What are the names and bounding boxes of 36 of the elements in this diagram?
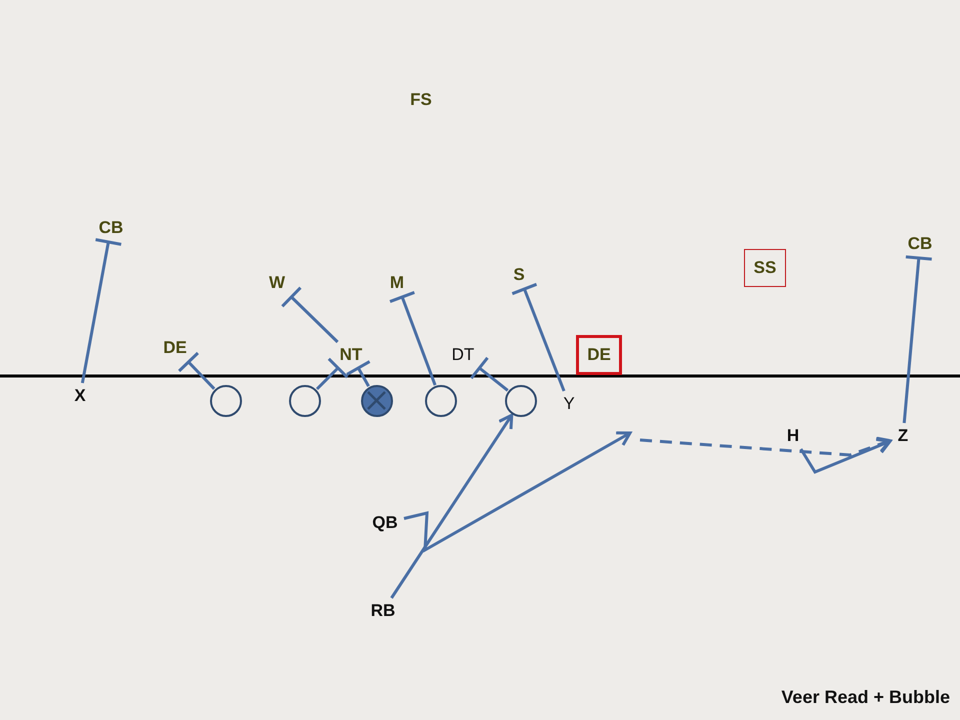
player-label: RB (366, 600, 400, 622)
lineman-circle (289, 385, 321, 417)
player-label: DE (158, 336, 192, 360)
route-arrow (404, 431, 632, 553)
block-line (388, 290, 436, 386)
player-label: CB (903, 232, 937, 256)
player-label: CB (94, 216, 128, 240)
player-label: NT (334, 344, 368, 366)
boxed-player-label: SS (744, 249, 786, 287)
block-line (178, 352, 216, 390)
block-line (80, 238, 123, 384)
pitch-arrow (640, 436, 892, 457)
player-label: DT (447, 344, 479, 366)
center-symbol (361, 385, 393, 417)
route-arrow (800, 438, 892, 474)
play-caption: Veer Read + Bubble (781, 687, 950, 708)
block-line (510, 282, 566, 392)
lineman-circle (210, 385, 242, 417)
player-label: W (263, 271, 291, 295)
player-label: S (508, 263, 530, 287)
player-label: Y (559, 393, 579, 415)
player-label: H (782, 425, 804, 447)
route-arrow (390, 414, 514, 599)
block-line (902, 255, 934, 424)
player-label: M (383, 271, 411, 295)
block-line (345, 360, 372, 387)
lineman-circle (425, 385, 457, 417)
block-line (470, 356, 509, 392)
read-key-label: DE (576, 335, 622, 375)
lineman-circle (505, 385, 537, 417)
player-label: Z (892, 425, 914, 447)
block-line (280, 286, 339, 344)
player-label: FS (406, 88, 436, 112)
player-label: QB (368, 512, 402, 534)
player-label: X (69, 385, 91, 407)
block-line (316, 357, 349, 390)
